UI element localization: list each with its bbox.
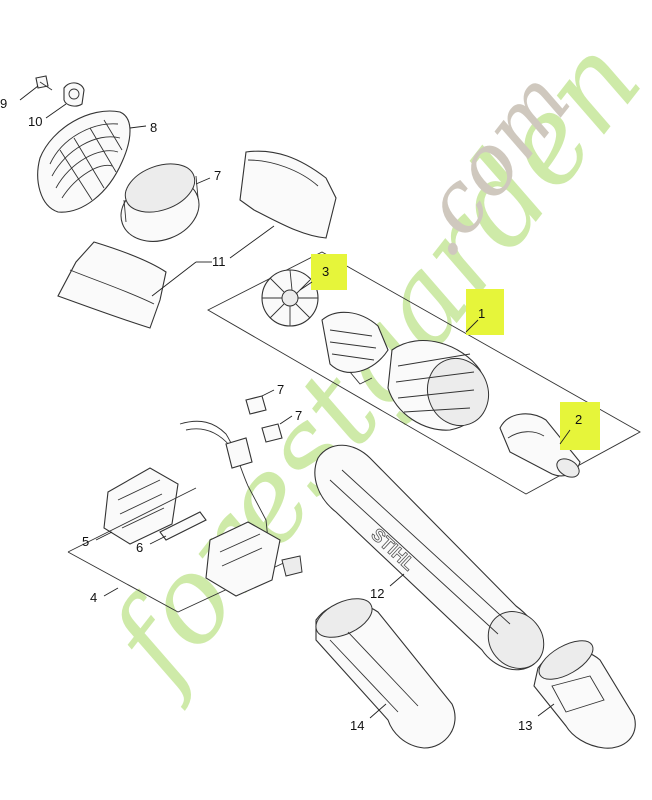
callout-7-bottom[interactable]: 7 bbox=[279, 408, 302, 425]
callout-6-label: 6 bbox=[136, 540, 143, 555]
part-14-flat-nozzle[interactable] bbox=[533, 633, 636, 749]
callout-10-label: 10 bbox=[28, 114, 42, 129]
part-12-cover-shells[interactable] bbox=[57, 150, 337, 329]
callouts: 9 10 8 7 11 3 bbox=[0, 85, 600, 733]
callout-15-label: 14 bbox=[350, 718, 364, 733]
part-10-clip[interactable] bbox=[63, 82, 85, 107]
part-15-round-nozzle[interactable] bbox=[310, 591, 456, 749]
callout-14-label: 13 bbox=[518, 718, 532, 733]
callout-4[interactable]: 4 bbox=[90, 587, 119, 605]
callout-1-highlight bbox=[466, 289, 504, 335]
callout-8-label: 7 bbox=[214, 168, 221, 183]
callout-2-highlight bbox=[560, 402, 600, 450]
callout-11[interactable]: 9 bbox=[0, 85, 39, 111]
callout-9[interactable]: 8 bbox=[129, 120, 157, 135]
part-8-ring-housing[interactable] bbox=[112, 155, 208, 252]
part-3-fan-wheel[interactable] bbox=[261, 269, 319, 327]
part-4-electronics-module[interactable] bbox=[205, 521, 303, 597]
callout-14[interactable]: 13 bbox=[518, 703, 555, 733]
callout-5-label: 5 bbox=[82, 534, 89, 549]
callout-2-label: 2 bbox=[575, 412, 582, 427]
callout-2[interactable]: 2 bbox=[559, 402, 600, 450]
part-13-blower-tube[interactable]: STIHL bbox=[314, 444, 555, 679]
part-9-filter-grille[interactable] bbox=[37, 110, 131, 213]
callout-1[interactable]: 1 bbox=[465, 289, 504, 335]
part-2-nozzle-cone[interactable] bbox=[499, 413, 582, 481]
callout-3-highlight bbox=[311, 254, 347, 290]
callout-3-label: 3 bbox=[322, 264, 329, 279]
callout-5[interactable]: 5 bbox=[82, 531, 113, 549]
callout-11-label: 9 bbox=[0, 96, 7, 111]
callout-12[interactable]: 11 bbox=[151, 225, 275, 297]
callout-7-bottom-label: 7 bbox=[295, 408, 302, 423]
callout-10[interactable]: 10 bbox=[28, 103, 67, 129]
wiring-harness[interactable] bbox=[179, 420, 271, 561]
callout-3[interactable]: 3 bbox=[299, 254, 347, 291]
part-7-connector-top[interactable] bbox=[245, 395, 267, 415]
callout-12-label: 11 bbox=[212, 254, 226, 269]
callout-7-top[interactable]: 7 bbox=[261, 382, 284, 397]
callout-13[interactable]: 12 bbox=[370, 573, 405, 601]
part-1-motor-assembly[interactable] bbox=[321, 311, 498, 434]
callout-13-label: 12 bbox=[370, 586, 384, 601]
callout-8[interactable]: 7 bbox=[195, 168, 221, 185]
callout-7-top-label: 7 bbox=[277, 382, 284, 397]
part-11-screw[interactable] bbox=[35, 75, 53, 91]
callout-4-label: 4 bbox=[90, 590, 97, 605]
callout-6[interactable]: 6 bbox=[136, 535, 167, 555]
callout-9-label: 8 bbox=[150, 120, 157, 135]
callout-15[interactable]: 14 bbox=[350, 703, 387, 733]
part-7-connector-bottom[interactable] bbox=[261, 423, 283, 443]
callout-1-label: 1 bbox=[478, 306, 485, 321]
